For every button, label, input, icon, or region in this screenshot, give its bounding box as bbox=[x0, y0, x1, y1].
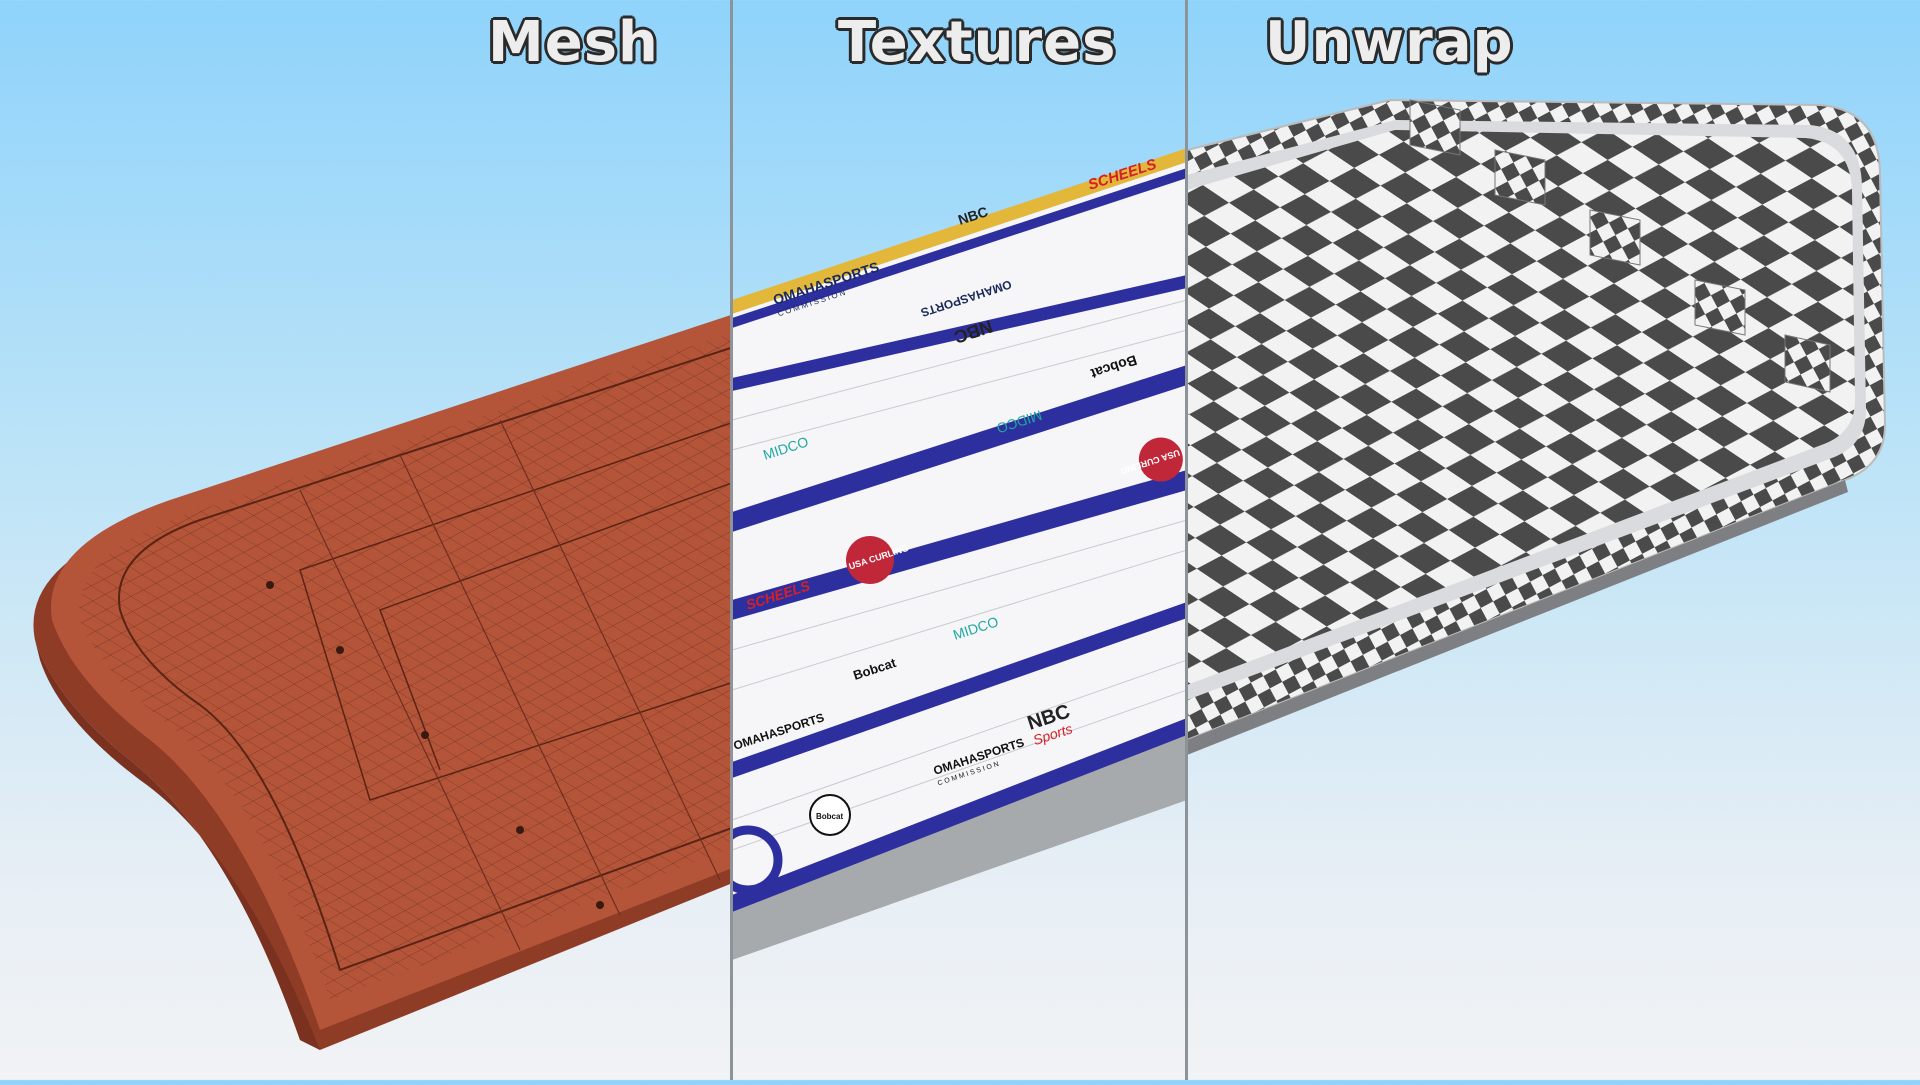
house-ring bbox=[732, 825, 783, 895]
ice-stripes bbox=[732, 168, 1187, 912]
logo-bobcat-2: Bobcat bbox=[809, 794, 851, 836]
title-unwrap: Unwrap bbox=[1265, 10, 1514, 75]
title-textures: Textures bbox=[838, 10, 1117, 75]
logo-nbc-sports: NBC Sports bbox=[1025, 700, 1075, 748]
divider-right bbox=[1185, 0, 1188, 1080]
rail-markers bbox=[1409, 99, 1831, 393]
mesh-panel bbox=[33, 314, 732, 1050]
unwrap-panel bbox=[1187, 98, 1887, 755]
svg-text:Bobcat: Bobcat bbox=[816, 812, 843, 821]
title-mesh: Mesh bbox=[488, 10, 659, 75]
textures-panel: OMAHASPORTS COMMISSION NBC SCHEELS OMAHA… bbox=[732, 148, 1187, 960]
divider-left bbox=[730, 0, 733, 1080]
